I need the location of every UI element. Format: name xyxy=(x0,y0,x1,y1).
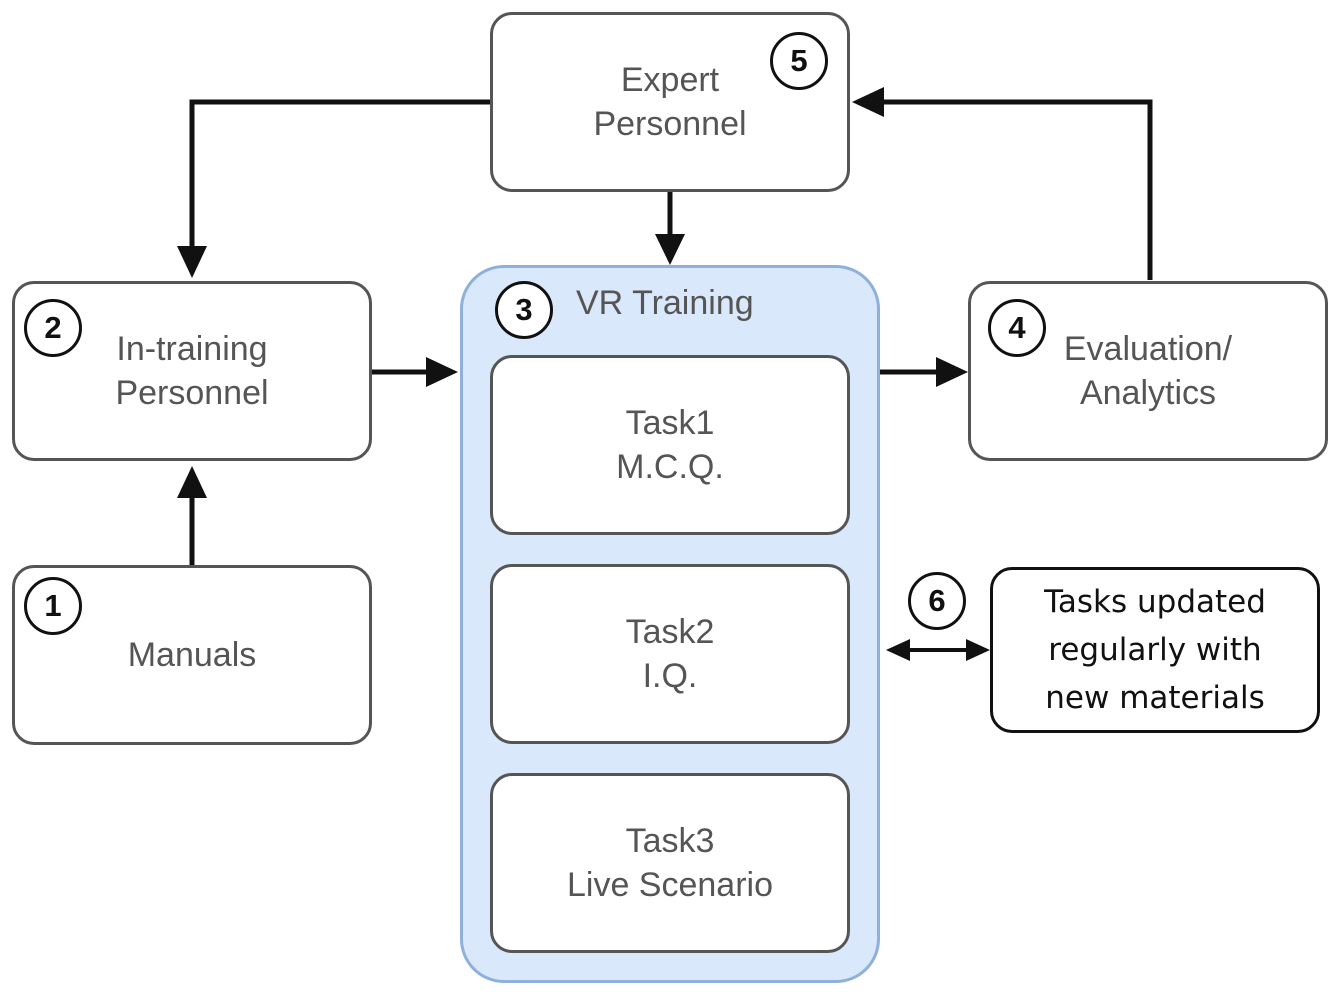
node-label-line: In-training xyxy=(116,330,268,368)
arrowhead-expert-to-in-training xyxy=(177,246,207,278)
node-label-line: Personnel xyxy=(593,105,747,143)
node-label-line: Personnel xyxy=(115,374,269,412)
arrowhead-manuals-to-in-training xyxy=(177,466,207,498)
arrow-expert-to-in-training xyxy=(189,99,490,248)
node-label-line: M.C.Q. xyxy=(616,448,724,486)
note-line: Tasks updated xyxy=(1044,584,1266,620)
expert-personnel-node: Expert Personnel xyxy=(490,12,850,192)
arrowhead-in-training-to-vr-training xyxy=(426,357,458,387)
step-badge-5: 5 xyxy=(770,32,828,90)
step-badge-2: 2 xyxy=(24,299,82,357)
node-label-line: Task1 xyxy=(625,404,715,442)
step-badge-4: 4 xyxy=(988,299,1046,357)
task2-node: Task2 I.Q. xyxy=(490,564,850,744)
tasks-update-note: Tasks updated regularly with new materia… xyxy=(990,567,1320,733)
node-label-line: Manuals xyxy=(127,636,257,674)
node-label-line: Expert xyxy=(620,61,720,99)
vr-training-title: VR Training xyxy=(576,284,754,322)
node-label-line: Task3 xyxy=(625,822,715,860)
manuals-node: Manuals xyxy=(12,565,372,745)
node-label-line: Task2 xyxy=(625,613,715,651)
node-label-line: I.Q. xyxy=(642,657,698,695)
arrowhead-expert-to-vr-training xyxy=(655,234,685,265)
task1-node: Task1 M.C.Q. xyxy=(490,355,850,535)
arrow-evaluation-to-expert xyxy=(882,99,1153,280)
task3-node: Task3 Live Scenario xyxy=(490,773,850,953)
arrowhead-vr-training-to-evaluation xyxy=(936,357,968,387)
arrowhead-to-vr-training xyxy=(886,639,910,661)
node-label-line: Analytics xyxy=(1079,374,1217,412)
step-badge-1: 1 xyxy=(24,577,82,635)
arrowhead-to-tasks-update xyxy=(966,639,990,661)
arrowhead-evaluation-to-expert xyxy=(852,87,884,117)
step-badge-3: 3 xyxy=(495,281,553,339)
node-label-line: Live Scenario xyxy=(566,866,773,904)
note-line: regularly with xyxy=(1048,632,1262,668)
step-badge-6: 6 xyxy=(908,572,966,630)
note-line: new materials xyxy=(1045,680,1265,716)
node-label-line: Evaluation/ xyxy=(1063,330,1233,368)
